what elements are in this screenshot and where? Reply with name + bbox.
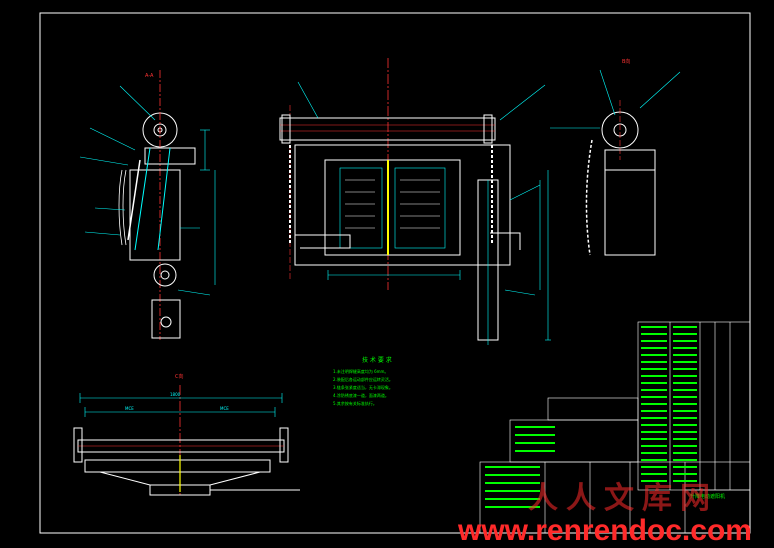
tech-req-line: 1.未注明焊缝高度均为 6mm。 bbox=[333, 368, 388, 374]
front-view bbox=[279, 58, 551, 345]
dim-left: MCE bbox=[125, 406, 134, 411]
left-view: A-A bbox=[79, 70, 216, 340]
dim-total: 1800 bbox=[170, 392, 181, 397]
right-view: B向 bbox=[550, 58, 681, 256]
left-view-label: A-A bbox=[145, 73, 154, 79]
right-view-label: B向 bbox=[622, 58, 630, 65]
technical-requirements: 技 术 要 求 1.未注明焊缝高度均为 6mm。 2.装配后各运动部件应运转灵活… bbox=[333, 356, 393, 406]
title-block-name: 升降电动遮阳机 bbox=[690, 493, 725, 500]
drawing-border bbox=[39, 12, 751, 534]
parts-list bbox=[485, 326, 697, 508]
tech-req-line: 5.其余按有关标准执行。 bbox=[333, 400, 377, 406]
tech-req-title: 技 术 要 求 bbox=[362, 356, 392, 364]
tech-req-line: 2.装配后各运动部件应运转灵活。 bbox=[333, 376, 393, 382]
tech-req-line: 3.链条张紧度适当，无卡滞现象。 bbox=[333, 384, 393, 390]
bottom-view-label: C向 bbox=[175, 373, 184, 380]
dim-right: MCE bbox=[220, 406, 229, 411]
tech-req-line: 4.涂防锈底漆一道，面漆两道。 bbox=[333, 392, 389, 398]
bottom-view: C向 1800 MCE MCE bbox=[73, 373, 300, 496]
